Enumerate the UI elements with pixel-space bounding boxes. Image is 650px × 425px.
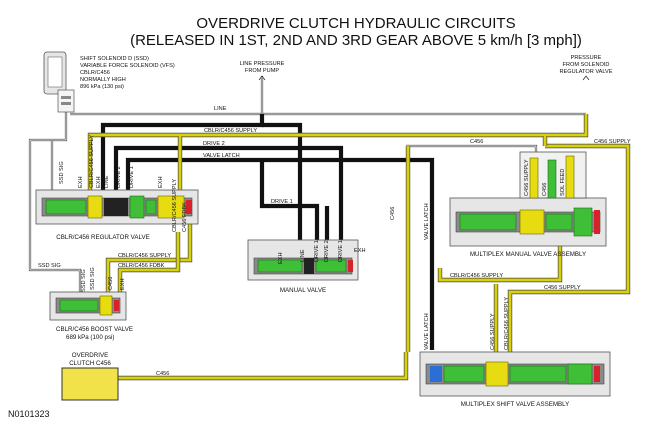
diagram-subtitle: (RELEASED IN 1ST, 2ND AND 3RD GEAR ABOVE… <box>130 32 582 49</box>
reg-port-drive2: DRIVE 2 <box>116 166 122 188</box>
mpx-manual-port-c456: C456 <box>542 183 548 196</box>
reg-port-exh-3: EXH <box>158 176 164 188</box>
arrow-up-icon <box>582 75 590 81</box>
label-ssd-sig-vertical: SSD SIG <box>59 161 65 184</box>
overdrive-clutch-c456: OVERDRIVE CLUTCH C456 <box>61 352 119 401</box>
solenoid-label-1: SHIFT SOLENOID D (SSD) <box>80 56 149 62</box>
multiplex-manual-valve-assembly: C456 SUPPLY C456 SOL FEED MULTIPLEX MANU… <box>449 151 607 258</box>
manual-port-drive1-2: DRIVE 1 <box>338 240 344 262</box>
reg-port-supply-2: CBLR/C456 SUPPLY <box>172 179 178 232</box>
reg-port-line: LINE <box>104 175 110 188</box>
label-ssd-sig: SSD SIG <box>38 263 61 269</box>
reg-port-supply: CBLR/C456 SUPPLY <box>89 135 95 188</box>
regulator-valve-label: CBLR/C456 REGULATOR VALVE <box>56 234 149 241</box>
reg-port-exh: EXH <box>78 176 84 188</box>
arrow-up-icon <box>258 75 266 81</box>
manual-port-drive1: DRIVE 1 <box>314 240 320 262</box>
manual-port-drive2: DRIVE 2 <box>324 240 330 262</box>
label-line: LINE <box>214 106 227 112</box>
label-c456-vertical: C456 <box>390 207 396 220</box>
label-valve-latch-vertical-2: VALVE LATCH <box>424 313 430 350</box>
manual-port-line: LINE <box>300 249 306 262</box>
clutch-label-1: OVERDRIVE <box>72 352 108 359</box>
mpx-shift-port-c456-supply: C456 SUPPLY <box>490 313 496 350</box>
mpx-manual-port-c456-supply: C456 SUPPLY <box>524 159 530 196</box>
reg-port-drive1: DRIVE 1 <box>129 166 135 188</box>
figure-id: N0101323 <box>8 409 50 419</box>
c456-line-top <box>406 144 538 152</box>
multiplex-shift-valve-assembly: C456 SUPPLY CBLR/C456 SUPPLY MULTIPLEX S… <box>419 297 611 408</box>
supply-lines <box>87 114 631 381</box>
boost-port-exh: EXH <box>120 278 126 290</box>
mpx-shift-valve-label: MULTIPLEX SHIFT VALVE ASSEMBLY <box>461 401 569 408</box>
label-drive2: DRIVE 2 <box>203 141 225 147</box>
cblr-boost-valve: SSD SIG C456 EXH CBLR/C456 BOOST VALVE 6… <box>49 267 133 341</box>
manual-port-exh-2: EXH <box>354 248 366 254</box>
drive1-line <box>259 160 320 240</box>
line-pressure-source-1: LINE PRESSURE <box>240 61 285 67</box>
label-drive1: DRIVE 1 <box>271 199 293 205</box>
label-cblr-supply-2: CBLR/C456 SUPPLY <box>118 253 171 259</box>
boost-valve-pressure: 689 kPa (100 psi) <box>66 334 115 341</box>
label-cblr-supply-3: CBLR/C456 SUPPLY <box>450 273 503 279</box>
solenoid-regulator-source-1: PRESSURE <box>571 55 602 61</box>
line-black-to-manual <box>262 122 303 240</box>
label-ssd-sig-vertical-2: SSD SIG <box>81 269 87 292</box>
solenoid-label-2: VARIABLE FORCE SOLENOID (VFS) <box>80 63 175 69</box>
solenoid-label-4: NORMALLY HIGH <box>80 77 126 83</box>
mpx-manual-valve-label: MULTIPLEX MANUAL VALVE ASSEMBLY <box>470 251 586 258</box>
manual-valve-label: MANUAL VALVE <box>280 287 326 294</box>
manual-port-exh: EXH <box>278 252 284 264</box>
label-c456-supply-2: C456 SUPPLY <box>544 285 581 291</box>
label-valve-latch-vertical: VALVE LATCH <box>424 203 430 240</box>
solenoid-regulator-source-3: REGULATOR VALVE <box>559 69 612 75</box>
manual-valve: EXH LINE DRIVE 1 DRIVE 2 DRIVE 1 EXH MAN… <box>247 239 366 294</box>
reg-port-exh-2: EXH <box>96 176 102 188</box>
solenoid-label-5: 896 kPa (130 psi) <box>80 84 124 90</box>
solenoid-regulator-source-2: FROM SOLENOID <box>563 62 610 68</box>
line-pressure-source-2: FROM PUMP <box>245 68 279 74</box>
label-c456: C456 <box>470 139 483 145</box>
label-cblr-supply: CBLR/C456 SUPPLY <box>204 128 257 134</box>
mpx-manual-port-sol-feed: SOL FEED <box>560 169 566 196</box>
solenoid-label-3: CBLR/C456 <box>80 70 110 76</box>
cblr-regulator-valve: EXH CBLR/C456 SUPPLY EXH LINE DRIVE 2 DR… <box>35 135 199 241</box>
diagram-title: OVERDRIVE CLUTCH HYDRAULIC CIRCUITS <box>196 15 515 32</box>
label-valve-latch: VALVE LATCH <box>203 153 240 159</box>
clutch-piston <box>61 367 119 401</box>
line-black-to-regulator <box>100 114 265 190</box>
valve-latch-line <box>125 157 435 350</box>
label-cblr-fdbk: CBLR/C456 FDBK <box>118 263 165 269</box>
shift-solenoid-d: SHIFT SOLENOID D (SSD) VARIABLE FORCE SO… <box>43 51 175 113</box>
label-c456-supply: C456 SUPPLY <box>594 139 631 145</box>
boost-port-c456: C456 <box>108 277 114 290</box>
drive2-line <box>113 145 344 240</box>
boost-valve-label: CBLR/C456 BOOST VALVE <box>56 326 133 333</box>
reg-port-fdbk: C456 FDBK <box>182 202 188 232</box>
clutch-label-2: CLUTCH C456 <box>69 360 111 367</box>
label-c456-bottom: C456 <box>156 371 169 377</box>
circuit-lines <box>28 76 631 381</box>
boost-port-ssd-sig: SSD SIG <box>90 267 96 290</box>
mpx-shift-port-cblr-supply: CBLR/C456 SUPPLY <box>504 297 510 350</box>
